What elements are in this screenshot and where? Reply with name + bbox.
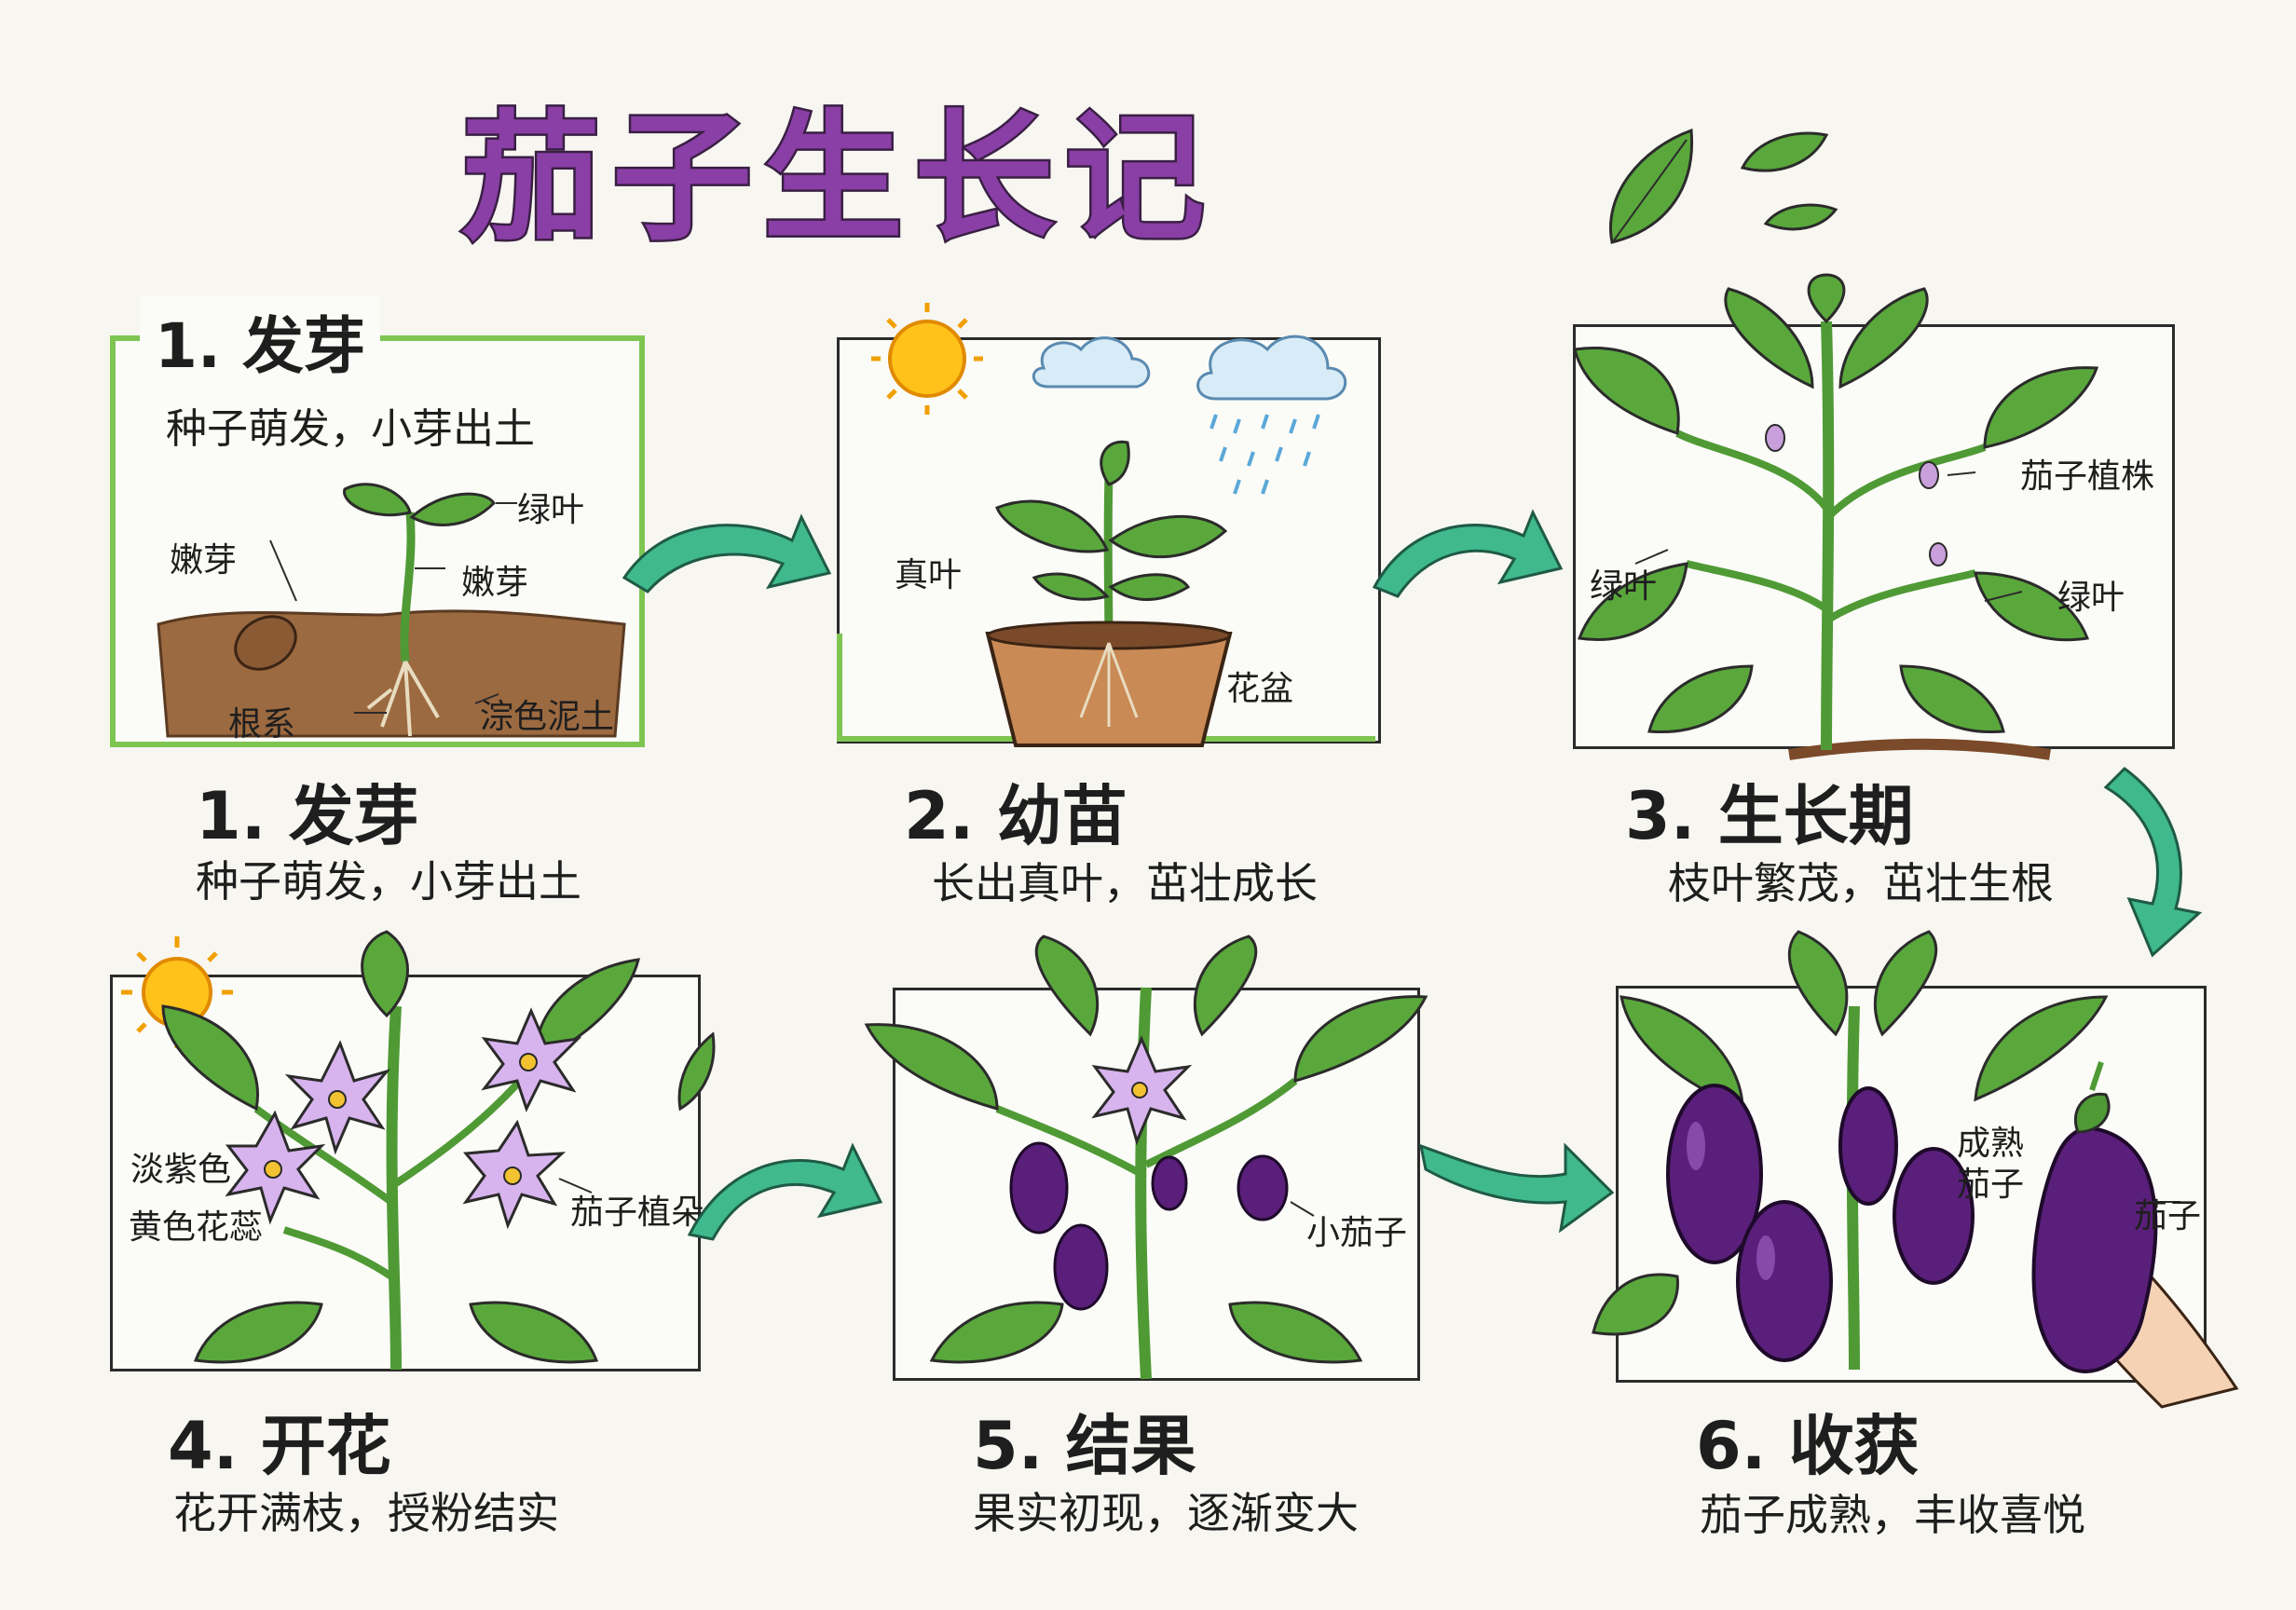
- leaf-icon: [1620, 995, 1744, 1112]
- arrow-3-to-6: [2103, 767, 2203, 958]
- small-eggplant-icon: [1053, 1223, 1109, 1311]
- leaf-icon: [193, 1301, 323, 1364]
- leaf-icon: [161, 1004, 259, 1112]
- stage2-title: 2. 幼苗: [904, 778, 1128, 854]
- arrow-5-to-6: [1419, 1142, 1615, 1234]
- label-yellow-stamen: 黄色花蕊: [129, 1208, 264, 1247]
- stage3-desc: 枝叶繁茂，茁壮生根: [1668, 858, 2054, 908]
- stage4-title: 4. 开花: [168, 1408, 391, 1484]
- growing-plant-illustration: [1573, 273, 2099, 760]
- label-flower: 茄子植朵: [570, 1194, 705, 1232]
- stage6-desc: 茄子成熟，丰收喜悦: [1700, 1490, 2085, 1540]
- leaf-icon: [1108, 573, 1191, 601]
- stage3-title: 3. 生长期: [1625, 778, 1914, 854]
- eggplant-icon: [1893, 1147, 1975, 1285]
- small-eggplant-icon: [1151, 1155, 1188, 1211]
- leaf-icon: [469, 1301, 599, 1364]
- bud-icon: [1919, 461, 1939, 489]
- panel1-subtitle: 种子萌发，小芽出土: [166, 405, 535, 453]
- leaf-icon: [1577, 562, 1688, 641]
- sun-icon: [888, 320, 966, 398]
- leaf-icon: [1787, 930, 1849, 1037]
- flowering-plant-illustration: [121, 930, 716, 1371]
- leaf-icon: [409, 492, 496, 526]
- label-light-purple: 淡紫色: [130, 1151, 232, 1189]
- title-leaves-decoration: [1609, 128, 1838, 244]
- eggplant-icon: [1838, 1086, 1898, 1206]
- bud-icon: [1765, 424, 1785, 452]
- fruiting-plant-illustration: [864, 935, 1428, 1380]
- label-eggplant-plant: 茄子植株: [2020, 457, 2155, 496]
- stage5-desc: 果实初现，逐渐变大: [973, 1488, 1359, 1538]
- cloud-icon: [1032, 336, 1151, 389]
- weather-illustration: [871, 303, 1347, 495]
- leaf-icon: [677, 1031, 716, 1112]
- stage5-title: 5. 结果: [973, 1408, 1196, 1484]
- leaf-icon: [1838, 287, 1929, 389]
- seed-icon: [234, 615, 297, 671]
- label-green-leaf: 绿叶: [517, 491, 585, 529]
- panel1-heading: 1. 发芽: [140, 296, 380, 386]
- roots: [366, 660, 440, 737]
- eggplant-icon: [2031, 1125, 2158, 1373]
- leaf-icon: [864, 1023, 999, 1111]
- leaf-icon: [1032, 572, 1110, 601]
- leaf-icon: [343, 483, 412, 517]
- sprout-illustration: [157, 483, 626, 738]
- label-sprout-right: 嫩芽: [461, 564, 529, 602]
- leaf-icon: [1974, 571, 2090, 642]
- leaf-icon: [361, 930, 409, 1018]
- harvest-plant-illustration: [1592, 930, 2239, 1409]
- label-ripe-eggplant: 成熟 茄子: [1957, 1125, 2025, 1204]
- stage6-title: 6. 收获: [1696, 1408, 1920, 1484]
- stage1-title: 1. 发芽: [196, 778, 419, 854]
- label-leaf-right: 绿叶: [2057, 579, 2125, 617]
- arrow-1-to-2: [622, 513, 832, 594]
- arrow-4-to-5: [687, 1142, 883, 1241]
- stage4-desc: 花开满枝，授粉结实: [173, 1488, 559, 1538]
- leaf-icon: [1873, 930, 1938, 1037]
- leaf-icon: [1974, 995, 2109, 1102]
- leaf-icon: [1193, 935, 1258, 1037]
- leaf-icon: [1763, 203, 1838, 231]
- stage2-desc: 长出真叶，茁壮成长: [932, 858, 1318, 908]
- small-eggplant-icon: [1237, 1154, 1289, 1221]
- leaf-icon: [1724, 287, 1814, 389]
- label-small-eggplant: 小茄子: [1306, 1214, 1408, 1252]
- leaf-icon: [1983, 366, 2099, 449]
- arrow-2-to-3: [1372, 509, 1564, 598]
- leaf-icon: [1609, 128, 1694, 244]
- leaf-icon: [1108, 514, 1228, 559]
- label-eggplant: 茄子: [2134, 1197, 2202, 1235]
- leaf-icon: [1228, 1301, 1363, 1364]
- leaf-icon: [1034, 935, 1100, 1037]
- leaf-icon: [1592, 1273, 1679, 1336]
- rain-cloud-icon: [1196, 334, 1347, 401]
- leaf-icon: [1573, 347, 1680, 435]
- eggplant-icon: [1736, 1200, 1833, 1362]
- leaf-icon: [534, 958, 640, 1065]
- label-sprout-left: 嫩芽: [170, 541, 238, 580]
- bud-icon: [1929, 542, 1948, 566]
- stage1-desc: 种子萌发，小芽出土: [196, 856, 581, 907]
- leaf-icon: [1899, 664, 2005, 734]
- page-title: 茄子生长记: [458, 96, 1216, 263]
- label-roots: 根系: [228, 705, 296, 744]
- label-true-leaf: 真叶: [895, 556, 963, 594]
- label-soil: 淙色泥土: [480, 698, 615, 736]
- leaf-icon: [929, 1301, 1064, 1364]
- leaf-icon: [1647, 664, 1754, 734]
- label-pot: 花盆: [1226, 670, 1294, 708]
- leaf-icon: [995, 499, 1110, 553]
- potted-seedling-illustration: [985, 440, 1233, 747]
- leaf-icon: [1807, 273, 1846, 324]
- label-leaf-left: 绿叶: [1590, 567, 1658, 606]
- leaf-icon: [1293, 995, 1428, 1083]
- small-eggplant-icon: [1009, 1141, 1069, 1235]
- leaf-icon: [1100, 440, 1130, 486]
- leaf-icon: [1740, 131, 1829, 172]
